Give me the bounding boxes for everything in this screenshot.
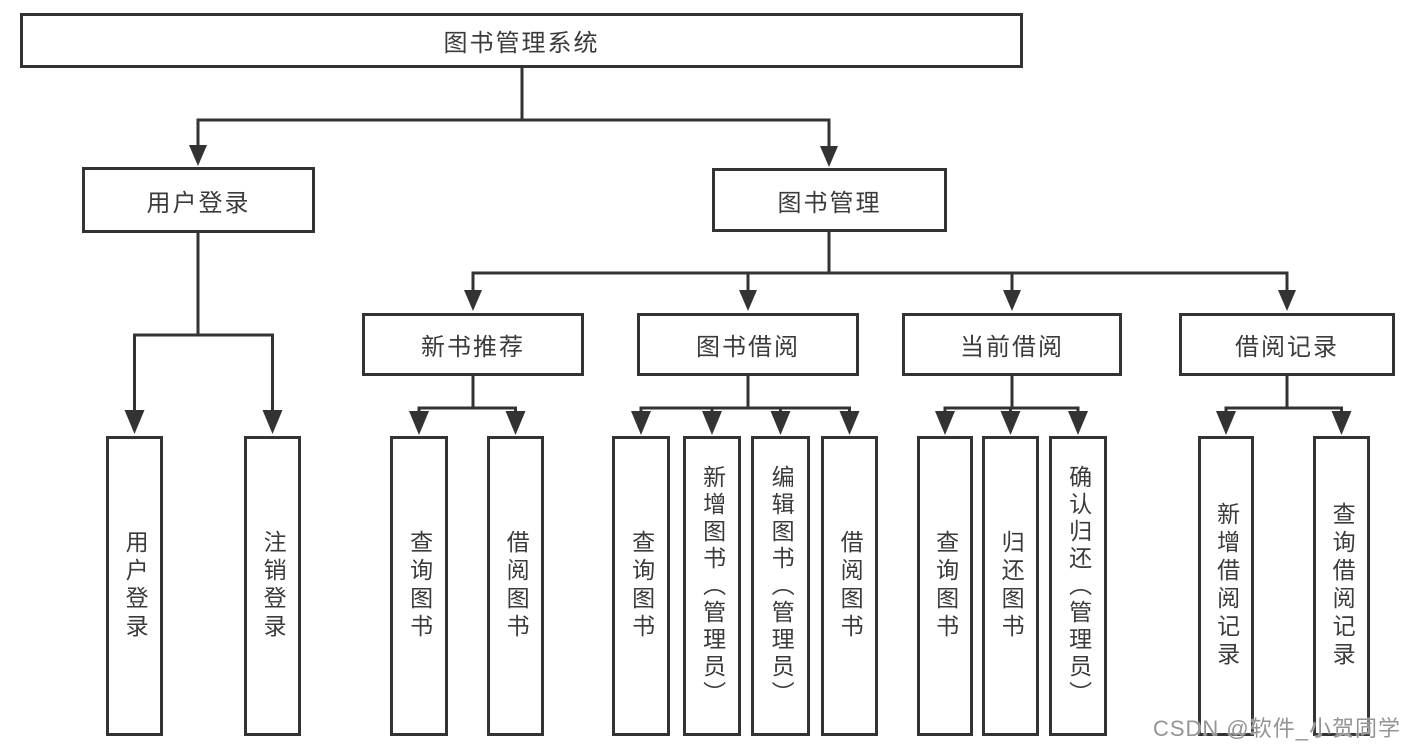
node-leaf-records-query: 查询借阅记录 <box>1313 436 1370 736</box>
node-borrow-records-label: 借阅记录 <box>1235 334 1339 361</box>
node-current-borrow: 当前借阅 <box>902 313 1122 376</box>
node-user-login-branch: 用户登录 <box>82 167 315 233</box>
leaf-label: 新增借阅记录 <box>1213 502 1240 670</box>
node-book-borrow-label: 图书借阅 <box>696 334 800 361</box>
node-leaf-borrow-edit: 编辑图书（管理员） <box>751 436 810 736</box>
node-book-management-branch: 图书管理 <box>712 168 947 232</box>
node-new-books-label: 新书推荐 <box>421 334 525 361</box>
csdn-watermark: CSDN @软件_小贺同学 <box>1152 716 1401 741</box>
leaf-label: 查询图书 <box>628 530 655 642</box>
node-leaf-borrow-borrow: 借阅图书 <box>821 436 878 736</box>
node-leaf-newbooks-borrow: 借阅图书 <box>487 436 544 736</box>
leaf-label: 查询图书 <box>932 530 959 642</box>
node-root-label: 图书管理系统 <box>443 30 600 57</box>
node-current-borrow-label: 当前借阅 <box>960 334 1064 361</box>
leaf-label: 编辑图书（管理员） <box>768 464 795 708</box>
arrowheads <box>124 145 1352 435</box>
leaf-label: 确认归还（管理员） <box>1065 464 1092 708</box>
node-book-management-branch-label: 图书管理 <box>777 189 882 217</box>
leaf-label: 查询图书 <box>406 530 433 642</box>
node-leaf-current-confirm: 确认归还（管理员） <box>1049 436 1107 736</box>
node-leaf-current-query: 查询图书 <box>917 436 973 736</box>
node-root: 图书管理系统 <box>20 13 1023 68</box>
node-leaf-records-add: 新增借阅记录 <box>1198 436 1254 736</box>
node-book-borrow: 图书借阅 <box>637 313 859 376</box>
node-leaf-borrow-query: 查询图书 <box>612 436 670 736</box>
node-leaf-user-login: 用户登录 <box>106 436 163 736</box>
leaf-label: 借阅图书 <box>837 530 864 642</box>
leaf-label: 新增图书（管理员） <box>699 464 726 708</box>
node-new-books: 新书推荐 <box>362 313 584 376</box>
node-leaf-current-return: 归还图书 <box>982 436 1039 736</box>
leaf-label: 注销登录 <box>260 530 287 642</box>
node-user-login-branch-label: 用户登录 <box>146 189 251 217</box>
node-borrow-records: 借阅记录 <box>1179 313 1395 376</box>
node-leaf-borrow-add: 新增图书（管理员） <box>683 436 741 736</box>
leaf-label: 查询借阅记录 <box>1329 502 1356 670</box>
node-leaf-logout: 注销登录 <box>244 436 301 736</box>
node-leaf-newbooks-query: 查询图书 <box>390 436 448 736</box>
leaf-label: 归还图书 <box>998 530 1025 642</box>
leaf-label: 借阅图书 <box>503 530 530 642</box>
leaf-label: 用户登录 <box>122 530 149 642</box>
